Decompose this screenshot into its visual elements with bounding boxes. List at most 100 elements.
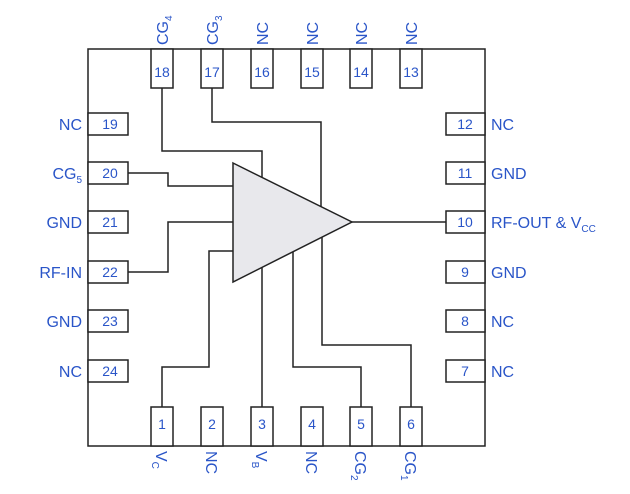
pin-label-13: NC <box>404 22 421 45</box>
wire-pin6 <box>321 237 412 407</box>
pin-label-20: CG5 <box>52 166 82 186</box>
pin-6 <box>399 406 423 447</box>
pin-number-23: 23 <box>102 313 118 329</box>
pin-label-9: GND <box>491 265 527 282</box>
pin-number-10: 10 <box>457 214 473 230</box>
pin-label-text: NC <box>59 364 82 381</box>
pin-4 <box>300 406 324 447</box>
internal-wiring <box>128 88 446 407</box>
pin-24 <box>87 359 129 383</box>
pin-label-24: NC <box>59 364 82 381</box>
wire-pin5 <box>292 252 362 407</box>
pin-label-text: NC <box>305 22 322 45</box>
pin-label-17: CG3 <box>205 15 225 45</box>
amplifier-triangle <box>232 161 354 284</box>
pin-label-16: NC <box>255 22 272 45</box>
pin-13 <box>399 48 423 89</box>
pin-label-19: NC <box>59 117 82 134</box>
pin-1 <box>150 406 174 447</box>
pin-15 <box>300 48 324 89</box>
pin-number-18: 18 <box>154 64 170 80</box>
pin-label-text: CG <box>52 166 76 183</box>
pin-label-text: CG <box>205 21 222 45</box>
pin-9 <box>445 260 486 284</box>
pin-label-subscript: 5 <box>76 175 82 186</box>
pin-label-text: NC <box>255 22 272 45</box>
pin-label-subscript: 1 <box>398 475 409 481</box>
pin-label-22: RF-IN <box>39 265 82 282</box>
pin-label-subscript: 2 <box>348 475 359 481</box>
pin-number-3: 3 <box>258 416 266 432</box>
pin-label-text: NC <box>302 451 319 474</box>
pin-number-12: 12 <box>457 116 473 132</box>
pin-number-22: 22 <box>102 264 118 280</box>
pin-label-3: VB <box>249 451 269 469</box>
pin-label-text: NC <box>354 22 371 45</box>
pin-label-text: GND <box>46 215 82 232</box>
wire-pin18 <box>161 88 263 177</box>
pin-number-11: 11 <box>458 165 473 181</box>
pin-number-2: 2 <box>208 416 216 432</box>
pin-number-9: 9 <box>461 264 469 280</box>
pin-number-13: 13 <box>403 64 419 80</box>
pin-12 <box>445 112 486 136</box>
pin-label-text: CG <box>351 451 368 475</box>
pin-number-19: 19 <box>102 116 118 132</box>
pin-label-21: GND <box>46 215 82 232</box>
pin-10 <box>445 210 486 234</box>
pin-20 <box>87 161 129 185</box>
pin-label-text: GND <box>491 166 527 183</box>
pin-label-14: NC <box>354 22 371 45</box>
pin-label-subscript: B <box>249 462 260 469</box>
pin-label-text: RF-IN <box>39 265 82 282</box>
pin-18 <box>150 48 174 89</box>
pin-label-11: GND <box>491 166 527 183</box>
pin-number-17: 17 <box>204 64 220 80</box>
pin-17 <box>200 48 224 89</box>
pin-11 <box>445 161 486 185</box>
pin-label-text: RF-OUT & V <box>491 215 582 232</box>
pin-number-6: 6 <box>407 416 415 432</box>
pin-label-2: NC <box>202 451 219 474</box>
pin-7 <box>445 359 486 383</box>
pin-label-text: NC <box>491 364 514 381</box>
pin-label-1: VC <box>149 451 169 469</box>
wire-pin22 <box>128 221 233 273</box>
pin-19 <box>87 112 129 136</box>
pin-8 <box>445 309 486 333</box>
pin-label-18: CG4 <box>155 15 175 45</box>
pin-label-text: CG <box>155 21 172 45</box>
pin-label-subscript: 4 <box>164 15 175 21</box>
pin-number-14: 14 <box>353 64 369 80</box>
pin-label-10: RF-OUT & VCC <box>491 215 596 235</box>
pin-2 <box>200 406 224 447</box>
pin-14 <box>349 48 373 89</box>
pin-label-6: CG1 <box>398 451 418 481</box>
pin-label-text: V <box>252 451 269 462</box>
pin-label-text: V <box>152 451 169 462</box>
pin-number-15: 15 <box>304 64 320 80</box>
pin-label-text: GND <box>491 265 527 282</box>
wire-pin20 <box>128 172 233 187</box>
pin-label-subscript: 3 <box>214 15 225 21</box>
pin-label-subscript: CC <box>581 224 595 235</box>
pin-label-subscript: C <box>149 462 160 469</box>
pin-23 <box>87 309 129 333</box>
pin-number-16: 16 <box>254 64 270 80</box>
pin-number-8: 8 <box>461 313 469 329</box>
pin-number-24: 24 <box>102 363 118 379</box>
wire-pin17 <box>211 88 322 207</box>
pin-label-12: NC <box>491 117 514 134</box>
pin-label-text: CG <box>401 451 418 475</box>
pin-label-8: NC <box>491 314 514 331</box>
pin-label-text: NC <box>202 451 219 474</box>
pin-21 <box>87 210 129 234</box>
pin-label-23: GND <box>46 314 82 331</box>
pin-label-5: CG2 <box>348 451 368 481</box>
pin-label-7: NC <box>491 364 514 381</box>
pin-label-4: NC <box>302 451 319 474</box>
pin-label-text: NC <box>491 117 514 134</box>
pin-3 <box>250 406 274 447</box>
pin-5 <box>349 406 373 447</box>
